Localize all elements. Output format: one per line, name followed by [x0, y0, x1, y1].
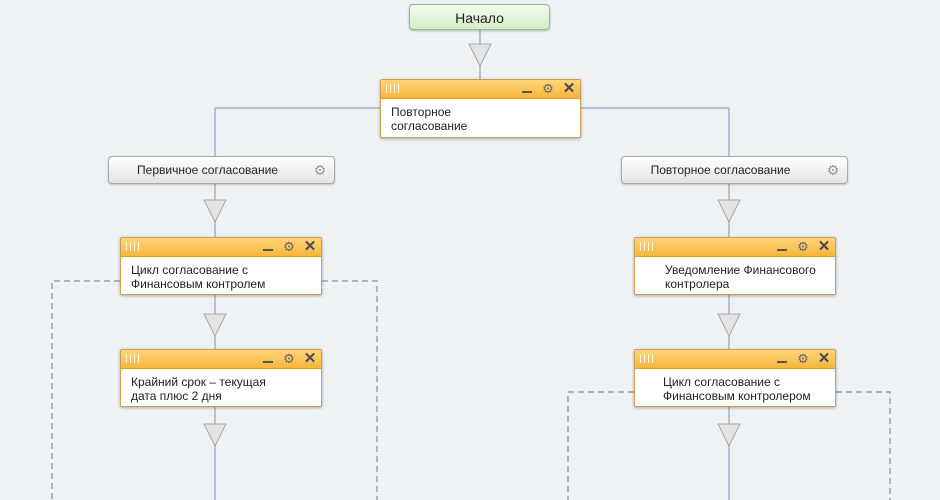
step-card-notification[interactable]: ⚙ ✕ Уведомление Финансового контролера: [634, 237, 836, 295]
down-arrow-icon: [203, 313, 227, 338]
gear-icon[interactable]: ⚙: [313, 162, 327, 178]
gear-icon[interactable]: ⚙: [797, 239, 809, 254]
down-arrow-icon: [717, 313, 741, 338]
card-header[interactable]: ⚙ ✕: [635, 350, 835, 369]
minimize-icon[interactable]: [519, 81, 535, 97]
down-arrow-icon: [717, 423, 741, 448]
gear-icon[interactable]: ⚙: [797, 351, 809, 366]
card-text: Цикл согласование с Финансовым контролем: [121, 257, 321, 291]
step-card-deadline[interactable]: ⚙ ✕ Крайний срок – текущая дата плюс 2 д…: [120, 349, 322, 407]
drag-handle-icon[interactable]: [640, 354, 656, 363]
close-icon[interactable]: ✕: [562, 80, 576, 97]
card-text-line: Финансовым контролем: [131, 277, 266, 291]
loop-connector: [322, 280, 378, 500]
card-text-line: дата плюс 2 дня: [131, 389, 222, 403]
card-text: Цикл согласование с Финансовым контролер…: [635, 369, 835, 403]
card-text-line: согласование: [391, 119, 468, 133]
step-card-repeat-approval[interactable]: ⚙ ✕ Повторное согласование: [380, 79, 581, 138]
drag-handle-icon[interactable]: [126, 354, 142, 363]
card-text-line: контролера: [665, 277, 730, 291]
gear-icon[interactable]: ⚙: [542, 81, 554, 96]
drag-handle-icon[interactable]: [640, 242, 656, 251]
start-node[interactable]: Начало: [409, 4, 550, 30]
close-icon[interactable]: ✕: [817, 238, 831, 255]
card-text-line: Уведомление Финансового: [665, 263, 816, 277]
minimize-icon[interactable]: [260, 351, 276, 367]
close-icon[interactable]: ✕: [817, 350, 831, 367]
card-header[interactable]: ⚙ ✕: [635, 238, 835, 257]
minimize-icon[interactable]: [260, 239, 276, 255]
card-header[interactable]: ⚙ ✕: [121, 350, 321, 369]
branch-label: Первичное согласование: [137, 163, 278, 177]
down-arrow-icon: [717, 199, 741, 224]
card-text: Крайний срок – текущая дата плюс 2 дня: [121, 369, 321, 403]
card-text-line: Повторное: [391, 105, 452, 119]
branch-primary-approval[interactable]: Первичное согласование ⚙: [108, 156, 335, 184]
close-icon[interactable]: ✕: [303, 238, 317, 255]
branch-repeat-approval[interactable]: Повторное согласование ⚙: [621, 156, 848, 184]
gear-icon[interactable]: ⚙: [826, 162, 840, 178]
loop-connector: [567, 391, 634, 500]
card-text: Уведомление Финансового контролера: [635, 257, 835, 291]
gear-icon[interactable]: ⚙: [283, 239, 295, 254]
step-card-approval-cycle-controller[interactable]: ⚙ ✕ Цикл согласование с Финансовым контр…: [634, 349, 836, 407]
card-text-line: Крайний срок – текущая: [131, 375, 266, 389]
card-header[interactable]: ⚙ ✕: [121, 238, 321, 257]
down-arrow-icon: [203, 199, 227, 224]
drag-handle-icon[interactable]: [126, 242, 142, 251]
loop-connector: [51, 280, 120, 500]
card-text-line: Цикл согласование с: [663, 375, 780, 389]
minimize-icon[interactable]: [774, 351, 790, 367]
branch-label: Повторное согласование: [650, 163, 791, 177]
start-node-label: Начало: [455, 10, 504, 26]
down-arrow-icon: [203, 423, 227, 448]
card-header[interactable]: ⚙ ✕: [381, 80, 580, 99]
drag-handle-icon[interactable]: [386, 84, 402, 93]
minimize-icon[interactable]: [774, 239, 790, 255]
card-text: Повторное согласование: [381, 99, 580, 133]
card-text-line: Финансовым контролером: [663, 389, 811, 403]
close-icon[interactable]: ✕: [303, 350, 317, 367]
card-text-line: Цикл согласование с: [131, 263, 248, 277]
loop-connector: [836, 391, 891, 500]
step-card-approval-cycle[interactable]: ⚙ ✕ Цикл согласование с Финансовым контр…: [120, 237, 322, 295]
down-arrow-icon: [468, 43, 492, 68]
gear-icon[interactable]: ⚙: [283, 351, 295, 366]
